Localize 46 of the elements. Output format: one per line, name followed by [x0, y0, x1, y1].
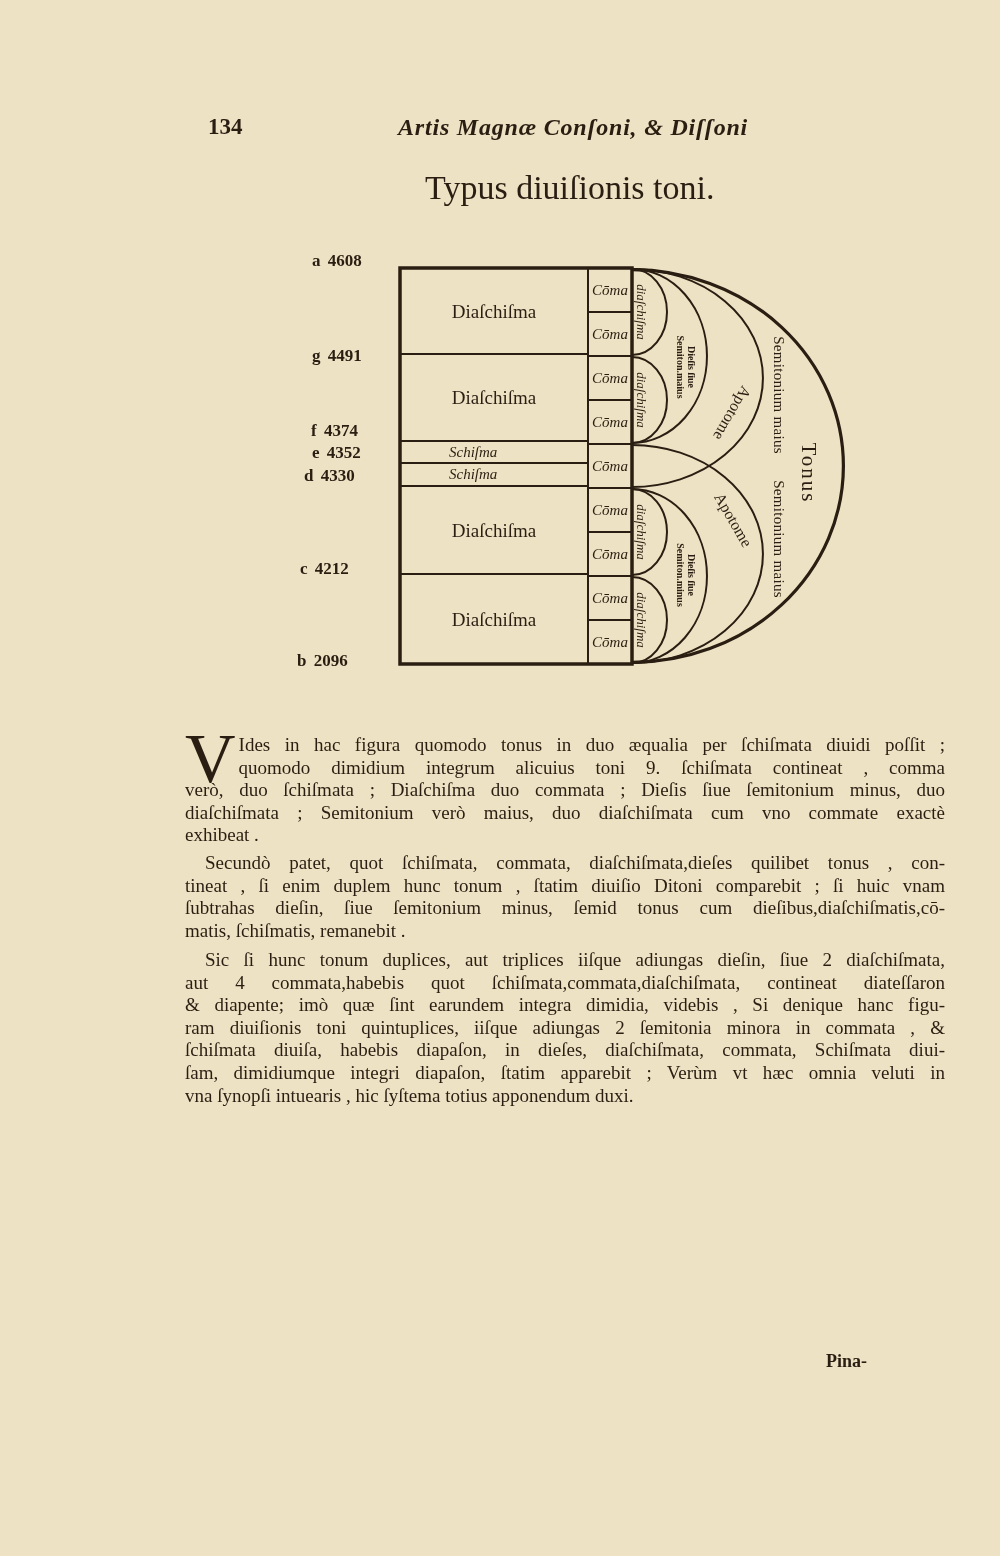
interval-cell: Cōma [588, 576, 632, 620]
pitch-label: d 4330 [304, 467, 355, 486]
pitch-label: a 4608 [312, 252, 362, 271]
arc-region [632, 356, 668, 444]
interval-cell: Diaſchiſma [400, 574, 588, 664]
arc-label: Dieſis ſiue Semiton.minus [675, 542, 697, 608]
page-title: Typus diuiſionis toni. [425, 169, 715, 207]
pitch-label: c 4212 [300, 560, 349, 579]
running-head: Artis Magnæ Conſoni, & Diſſoni [398, 114, 749, 141]
arc-label: diaſchiſma [634, 372, 648, 428]
pitch-label: f 4374 [311, 422, 358, 441]
arc-region [632, 268, 668, 356]
catchword: Pina- [826, 1352, 867, 1372]
arc-label: Semitonium maius [770, 336, 786, 454]
arc-region [632, 488, 708, 664]
pitch-label: b 2096 [297, 652, 348, 671]
interval-cell: Cōma [588, 620, 632, 664]
arc-region [632, 268, 708, 444]
arc-region [632, 444, 764, 664]
arc-region [632, 576, 668, 664]
body-paragraph: Secundò patet, quot ſchiſmata, commata, diaſchiſmata,dieſes quilibet tonus , con- tineat , ſi enim duplem hunc tonum , ſtatim diuiſio Ditoni comparebit ; ſi huic vnam ſubtrahas dieſin, ſiue ſemitonium minus, ſemid tonus cum dieſibus,diaſchiſmatis,cō- matis, ſchiſmatis, remanebit . [185, 852, 945, 943]
interval-cell: Diaſchiſma [400, 354, 588, 441]
arc-label: Dieſis ſiue Semiton.maius [675, 334, 697, 400]
arc-label: Tonus [797, 442, 819, 504]
interval-cell: Cōma [588, 400, 632, 444]
interval-cell: Cōma [588, 312, 632, 356]
page-number: 134 [208, 114, 243, 140]
interval-cell: Schiſma [400, 463, 588, 486]
interval-cell: Cōma [588, 356, 632, 400]
arc-region [632, 268, 845, 664]
arc-region [632, 488, 668, 576]
pitch-label: g 4491 [312, 347, 362, 366]
interval-cell: Diaſchiſma [400, 268, 588, 354]
interval-cell: Cōma [588, 268, 632, 312]
arc-label: diaſchiſma [634, 504, 648, 560]
arc-label: Semitonium maius [770, 480, 786, 598]
interval-cell: Cōma [588, 532, 632, 576]
body-paragraph: Sic ſi hunc tonum duplices, aut triplices iiſque adiungas dieſin, ſiue 2 diaſchiſmata, aut 4 commata,habebis quot ſchiſmata,commata,diaſchiſmata, contineat diateſſaron & diapente; imò quæ ſint earundem integra dimidia, videbis , Si denique hanc figu- ram diuiſionis toni quintuplices, iiſque adiungas 2 ſemitonia minora in commata , & ſchiſmata diuiſa, habebis diapaſon, in dieſes, diaſchiſmata, commata, Schiſmata diui- ſam, dimidiumque integri diapaſon, ſtatim apparebit ; Verùm vt hæc omnia veluti in vna ſynopſi intuearis , hic ſyſtema totius apponendum duxi. [185, 949, 945, 1108]
interval-cell: Schiſma [400, 441, 588, 463]
arc-region [632, 268, 764, 488]
arc-label: diaſchiſma [634, 284, 648, 340]
pitch-label: e 4352 [312, 444, 361, 463]
interval-cell: Diaſchiſma [400, 486, 588, 574]
interval-cell: Cōma [588, 444, 632, 488]
arc-label: diaſchiſma [634, 592, 648, 648]
interval-cell: Cōma [588, 488, 632, 532]
